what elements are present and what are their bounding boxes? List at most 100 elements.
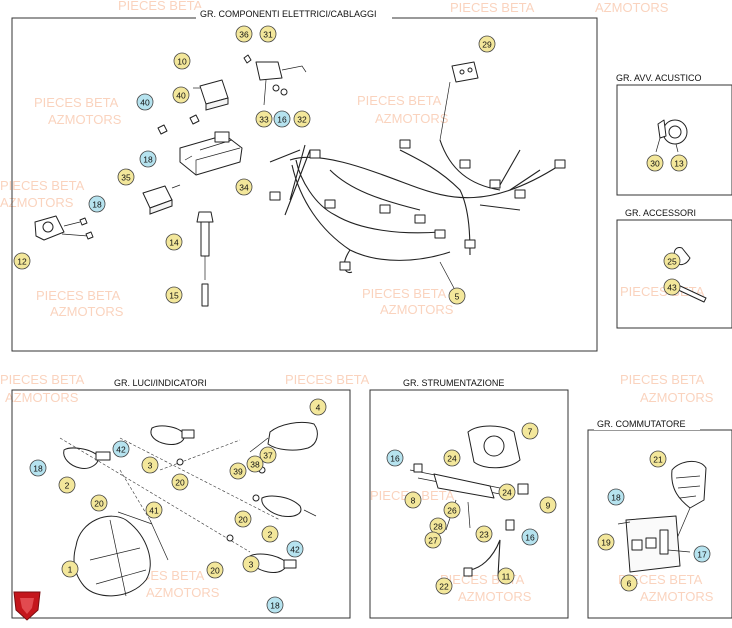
watermark-text: PIECES BETA [0, 372, 85, 387]
callout-number: 9 [546, 501, 551, 511]
callout-18: 18 [266, 596, 284, 614]
watermark-text: PIECES BETA [34, 95, 119, 110]
group-title-strumentazione: GR. STRUMENTAZIONE [403, 378, 504, 388]
callout-3: 3 [141, 456, 159, 474]
watermark-text: AZMOTORS [595, 0, 669, 15]
group-frames [11, 17, 732, 619]
ignition-coil-part [196, 211, 214, 307]
callout-19: 19 [597, 533, 615, 551]
callout-20: 20 [90, 494, 108, 512]
callout-20: 20 [234, 510, 252, 528]
callout-8: 8 [404, 491, 422, 509]
callout-36: 36 [235, 25, 253, 43]
callout-35: 35 [117, 168, 135, 186]
callout-number: 22 [439, 582, 449, 592]
callout-number: 24 [502, 488, 512, 498]
frame-accessori [616, 219, 732, 329]
callout-7: 7 [521, 422, 539, 440]
callout-number: 7 [528, 427, 533, 437]
callout-number: 1 [68, 565, 73, 575]
callout-number: 5 [455, 292, 460, 302]
watermark-text: AZMOTORS [458, 589, 532, 604]
callout-number: 24 [447, 454, 457, 464]
callout-number: 27 [428, 536, 438, 546]
frame-acustico [616, 84, 732, 196]
group-title-acustico: GR. AVV. ACUSTICO [616, 73, 702, 83]
callout-number: 30 [650, 159, 660, 169]
callout-number: 20 [94, 499, 104, 509]
callout-2: 2 [58, 476, 76, 494]
callout-number: 25 [667, 257, 677, 267]
callout-16: 16 [521, 528, 539, 546]
callout-number: 2 [268, 530, 273, 540]
callout-25: 25 [663, 252, 681, 270]
watermark-text: AZMOTORS [375, 111, 449, 126]
callout-24: 24 [498, 483, 516, 501]
callout-number: 11 [502, 572, 511, 582]
watermark-text: AZMOTORS [50, 304, 124, 319]
callout-13: 13 [670, 154, 688, 172]
watermark-text: PIECES BETA [362, 286, 447, 301]
bracket-part [439, 61, 479, 141]
sensor-part [34, 215, 94, 241]
callout-43: 43 [663, 278, 681, 296]
callout-18: 18 [607, 488, 625, 506]
callout-39: 39 [229, 462, 247, 480]
callout-number: 18 [33, 464, 43, 474]
switch-part [243, 54, 307, 106]
screw-part [189, 114, 200, 125]
callout-number: 16 [390, 454, 400, 464]
callout-33: 33 [255, 110, 273, 128]
group-title-luci: GR. LUCI/INDICATORI [114, 378, 207, 388]
callout-14: 14 [165, 233, 183, 251]
callout-18: 18 [139, 150, 157, 168]
watermark-text: PIECES BETA [620, 372, 705, 387]
callout-18: 18 [88, 195, 106, 213]
callout-number: 20 [238, 515, 248, 525]
watermark-text: AZMOTORS [0, 195, 74, 210]
relay-part [193, 79, 229, 111]
callout-15: 15 [165, 286, 183, 304]
callout-number: 19 [601, 538, 611, 548]
callout-number: 3 [148, 461, 153, 471]
callout-number: 29 [482, 40, 492, 50]
callout-number: 38 [250, 460, 260, 470]
wiring-harness-part [269, 139, 566, 291]
callout-34: 34 [235, 178, 253, 196]
callout-number: 40 [140, 98, 150, 108]
callout-number: 16 [277, 115, 287, 125]
callout-38: 38 [246, 455, 264, 473]
callout-number: 8 [411, 496, 416, 506]
callout-number: 16 [525, 533, 535, 543]
callout-22: 22 [435, 577, 453, 595]
watermark-text: PIECES BETA [618, 572, 703, 587]
watermark-text: AZMOTORS [48, 112, 122, 127]
callout-number: 33 [259, 115, 269, 125]
group-title-accessori: GR. ACCESSORI [625, 208, 696, 218]
callout-3: 3 [242, 555, 260, 573]
callout-number: 34 [239, 183, 249, 193]
watermark-text: AZMOTORS [640, 589, 714, 604]
callout-28: 28 [429, 517, 447, 535]
callout-number: 18 [92, 200, 102, 210]
callout-number: 15 [169, 291, 179, 301]
watermark-text: AZMOTORS [380, 302, 454, 317]
callout-number: 42 [290, 545, 300, 555]
callout-17: 17 [693, 545, 711, 563]
callout-30: 30 [646, 154, 664, 172]
callout-9: 9 [539, 496, 557, 514]
callout-4: 4 [309, 398, 327, 416]
screw-part [157, 124, 168, 135]
watermark-text: PIECES BETA [118, 0, 203, 13]
callout-24: 24 [443, 449, 461, 467]
callout-29: 29 [478, 35, 496, 53]
callout-number: 20 [210, 566, 220, 576]
callout-number: 17 [697, 550, 707, 560]
group-title-componenti: GR. COMPONENTI ELETTRICI/CABLAGGI [200, 9, 377, 19]
callout-number: 35 [121, 173, 131, 183]
dashboard-part [409, 425, 529, 577]
callout-11: 11 [497, 567, 515, 585]
callout-number: 37 [263, 451, 273, 461]
